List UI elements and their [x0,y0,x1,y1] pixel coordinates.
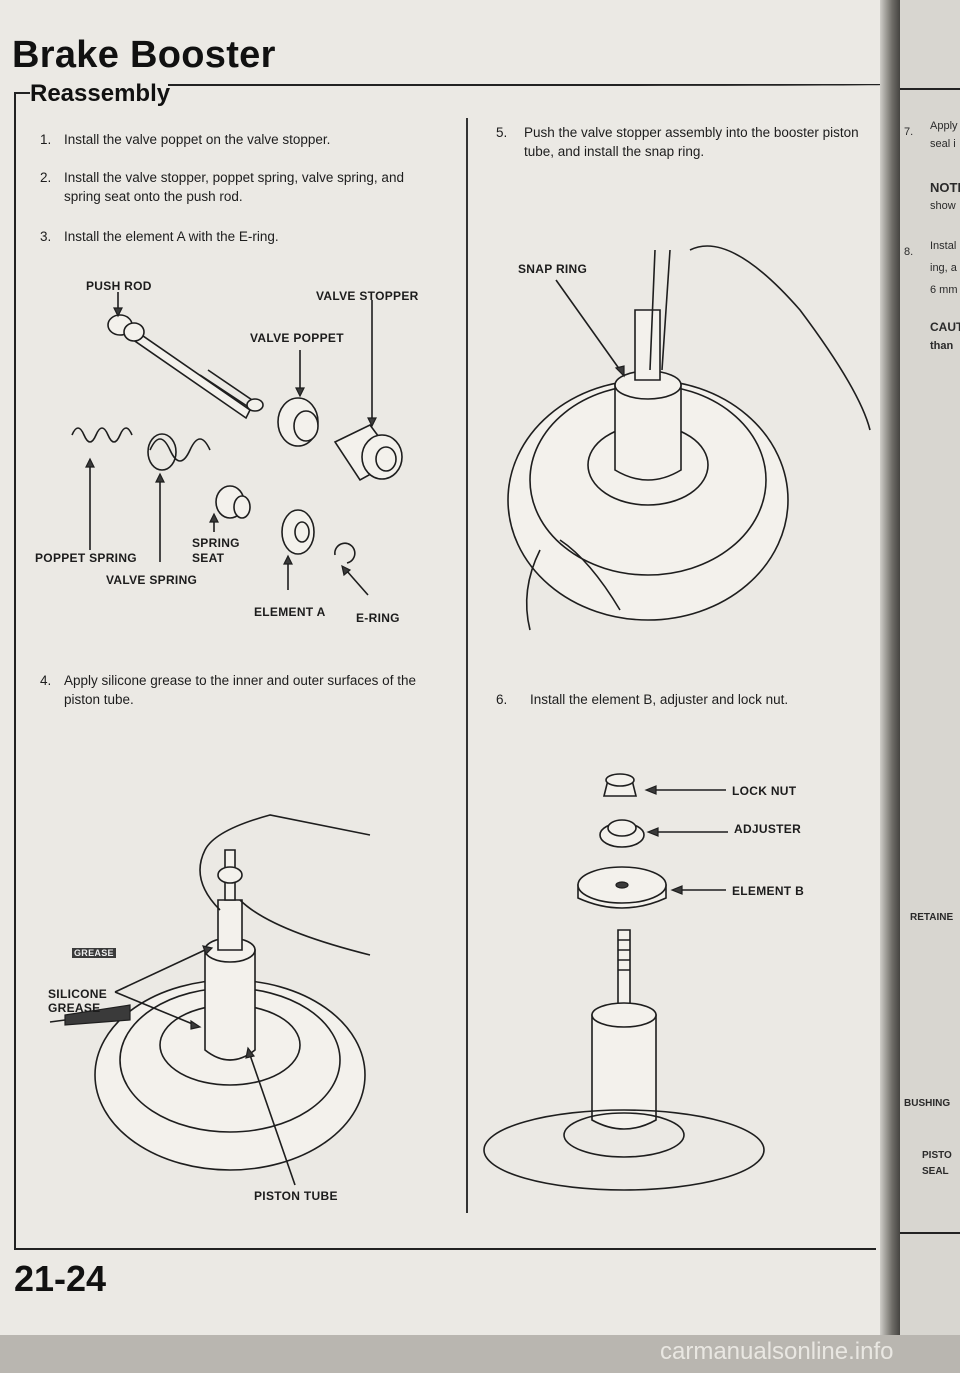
step-text: Apply silicone grease to the inner and o… [64,673,416,707]
piston-tube-illustration [49,814,371,1171]
label-poppet-spring: POPPET SPRING [35,551,137,565]
np-label-retainer: RETAINE [910,912,954,923]
frame-rule [14,1248,876,1250]
column-divider [466,118,468,1213]
section-heading: Reassembly [30,80,171,107]
np-label-seal: SEAL [922,1166,949,1177]
label-piston-tube: PISTON TUBE [254,1189,338,1203]
step-number: 3. [40,229,52,244]
step-number: 2. [40,170,52,185]
manual-page: Brake Booster Reassembly 1. Install the … [0,0,888,1373]
label-element-a: ELEMENT A [254,605,326,619]
step-number: 1. [40,132,52,147]
frame-rule [168,84,884,86]
np-label-piston: PISTO [922,1150,952,1161]
step-text: Install the valve poppet on the valve st… [64,132,331,147]
np-step-number: 8. [904,246,914,258]
step-number: 6. [496,692,508,707]
np-caution: CAUT [930,320,960,334]
np-step-text: Apply [930,120,958,132]
step-text: Push the valve stopper assembly into the… [524,125,859,159]
valve-assembly-illustration [71,292,403,596]
label-valve-stopper: VALVE STOPPER [316,289,419,303]
label-lock-nut: LOCK NUT [732,784,797,798]
label-snap-ring: SNAP RING [518,262,588,276]
label-adjuster: ADJUSTER [734,822,802,836]
label-element-b: ELEMENT B [732,884,805,898]
np-step-text: seal i [930,138,956,150]
watermark: carmanualsonline.info [660,1338,894,1365]
snap-ring-leader [555,279,625,378]
label-silicone-grease: SILICONE GREASE [48,987,108,1015]
snap-ring-illustration [507,245,871,631]
label-e-ring: E-RING [356,611,400,625]
label-valve-spring: VALVE SPRING [106,573,198,587]
book-gutter [880,0,902,1373]
adjacent-page: 7. Apply seal i NOTE show 8. Instal ing,… [900,0,960,1373]
frame-rule [900,1232,960,1234]
grease-leader-lines [114,945,296,1186]
step-number: 5. [496,125,508,140]
element-b-illustration [483,773,765,1191]
label-valve-poppet: VALVE POPPET [250,331,344,345]
np-caution-text: than [930,340,954,352]
np-step-number: 7. [904,126,914,138]
step-number: 4. [40,673,52,688]
np-step-text: Instal [930,240,957,252]
label-push-rod: PUSH ROD [86,279,152,293]
np-label-bushing: BUSHING [904,1098,951,1109]
label-grease-tube: GREASE [72,948,116,958]
step-text: Install the valve stopper, poppet spring… [64,170,404,204]
np-note: NOTE [930,180,960,195]
np-note-text: show [930,200,956,212]
frame-rule [14,92,16,1249]
step-text: Install the element A with the E-ring. [64,229,279,244]
frame-rule [14,92,30,94]
step-text: Install the element B, adjuster and lock… [530,692,789,707]
np-step-text: 6 mm [930,284,958,296]
label-spring-seat: SPRING SEAT [192,536,240,565]
page-bottom-edge [0,1335,960,1373]
page-number: 21-24 [14,1258,107,1299]
frame-rule [900,88,960,90]
np-step-text: ing, a [930,262,957,274]
page-title: Brake Booster [12,34,276,76]
